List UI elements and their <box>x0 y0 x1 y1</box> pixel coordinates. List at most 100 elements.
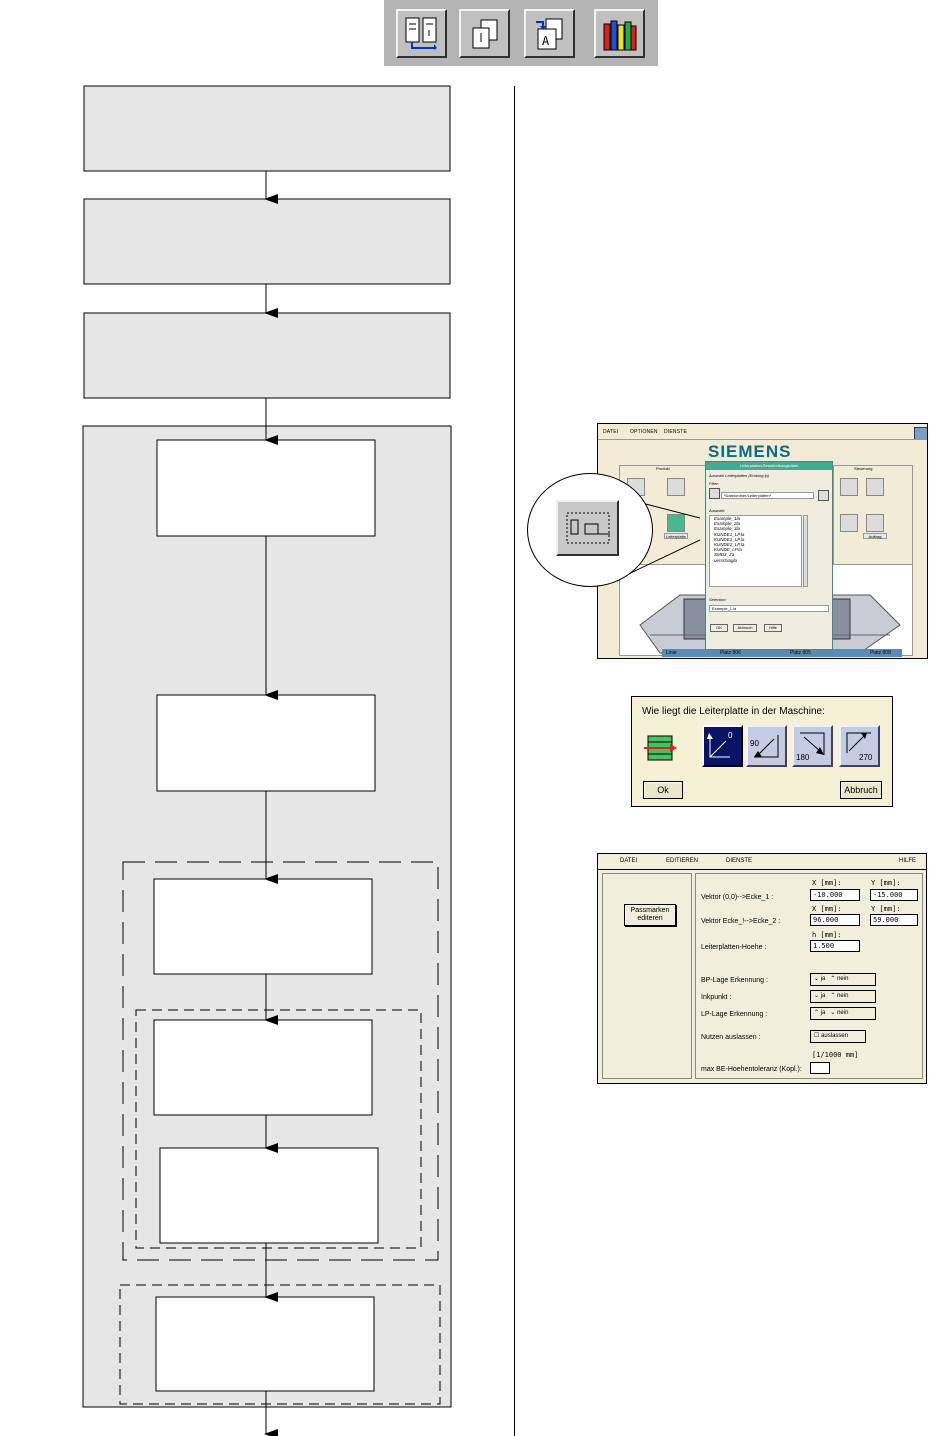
orientation-270-button[interactable]: 270 <box>839 725 880 767</box>
orientation-90-button[interactable]: 90 <box>746 725 787 767</box>
file-list-scrollbar[interactable] <box>803 515 808 587</box>
list-item[interactable]: Example_1la <box>714 516 741 521</box>
edit-icon[interactable] <box>840 514 858 532</box>
svg-text:A: A <box>542 34 550 48</box>
nutzen-label: Nutzen auslassen : <box>701 1034 761 1041</box>
chevron-down-icon: ⌄ <box>814 993 820 999</box>
chevron-up-icon: ⌃ <box>830 976 836 982</box>
library-icon[interactable] <box>594 9 645 58</box>
dialog-cancel-button[interactable]: Abbruch <box>733 624 757 632</box>
nutzen-button[interactable]: ☐ auslassen <box>810 1030 866 1043</box>
filter-apply-icon[interactable] <box>818 490 829 501</box>
vektor-1-y-input[interactable]: -15.000 <box>870 889 918 901</box>
dialog-help-button[interactable]: Hilfe <box>764 624 782 632</box>
selection-label: Selection: <box>709 597 727 602</box>
cancel-button[interactable]: Abbruch <box>840 781 882 799</box>
list-item[interactable]: KUNDE_LP.la <box>714 547 742 553</box>
nutzen-button-label: auslassen <box>821 1033 849 1039</box>
filter-input[interactable]: *Dateiordner/Leiterplatten* <box>721 492 814 499</box>
list-item[interactable]: SMD3_Za <box>714 552 735 558</box>
layout-icon[interactable] <box>396 9 447 58</box>
bp-lage-label: BP-Lage Erkennung : <box>701 977 768 984</box>
flow-substep-2 <box>156 694 376 792</box>
menu-editieren[interactable]: EDITIEREN <box>666 858 699 864</box>
menu-optionen[interactable]: OPTIONEN <box>630 429 658 435</box>
menu-datei[interactable]: DATEI <box>620 858 638 864</box>
ok-button[interactable]: Ok <box>643 781 683 799</box>
copy-icon[interactable] <box>459 9 510 58</box>
circuit-board-button-zoomed <box>556 500 619 556</box>
circuit-board-icon[interactable] <box>667 514 685 532</box>
orientation-90-label: 90 <box>750 739 759 748</box>
menu-dienste[interactable]: DIENSTE <box>664 429 688 435</box>
list-item[interactable]: KUNDE1_LP.la <box>714 536 745 542</box>
flow-substep-5 <box>159 1147 379 1244</box>
caption-leiterplatte: Leiterplatte <box>664 533 688 539</box>
toolbar: A <box>384 0 658 66</box>
parameter-panel: X [mm]: Y [mm]: Vektor (0,0)-->Ecke_1 : … <box>695 873 923 1079</box>
footer-platz-808: Platz 808 <box>870 650 891 656</box>
tolerance-label: max BE-Hoehentoleranz (Kopl.): <box>701 1066 802 1073</box>
board-parameter-window: DATEI EDITIEREN DIENSTE HILFE Passmarken… <box>597 853 927 1084</box>
passmarken-button[interactable]: Passmarken editeren <box>624 904 676 926</box>
chevron-down-icon: ⌄ <box>814 976 820 982</box>
flow-step-3 <box>83 312 451 399</box>
tool-icon[interactable] <box>840 478 858 496</box>
x-header-2: X [mm]: <box>812 905 842 913</box>
list-item[interactable]: uerschiagla <box>714 557 738 563</box>
filter-icon[interactable] <box>709 488 720 499</box>
flow-substep-6 <box>155 1296 375 1392</box>
flowchart <box>82 85 452 1436</box>
inkpunkt-toggle[interactable]: ⌄ ja ⌃ nein <box>810 990 876 1003</box>
auswahl-label: Auswahl: <box>709 508 726 513</box>
bp-lage-ja[interactable]: ja <box>820 976 826 982</box>
lp-lage-toggle[interactable]: ⌃ ja ⌄ nein <box>810 1007 876 1020</box>
file-dialog: Leiterplatten-Beschreibungsdatei Auswahl… <box>705 461 833 650</box>
orientation-0-button[interactable]: 0 <box>702 725 743 767</box>
vektor-2-label: Vektor Ecke_!-->Ecke_2 : <box>701 918 781 925</box>
height-header: h [mm]: <box>812 931 842 939</box>
orientation-180-label: 180 <box>796 753 810 762</box>
list-item[interactable]: Example_3la <box>714 526 741 532</box>
list-item[interactable]: KUNDE2_LP.la <box>714 542 745 548</box>
selection-input[interactable]: Example_1.la <box>709 605 829 612</box>
screenshot-product-window: DATEI OPTIONEN DIENSTE SIEMENS Produkt S… <box>597 423 928 659</box>
vektor-2-x-input[interactable]: 96.000 <box>810 914 860 926</box>
bp-lage-toggle[interactable]: ⌄ ja ⌃ nein <box>810 973 876 986</box>
list-item[interactable]: KUNDE1_LP.la <box>714 531 745 537</box>
order-icon[interactable] <box>866 514 884 532</box>
flow-substep-1 <box>156 439 376 537</box>
tolerance-input[interactable] <box>810 1062 830 1074</box>
lp-lage-nein[interactable]: nein <box>837 1010 849 1016</box>
menu-datei[interactable]: DATEI <box>603 429 619 435</box>
x-header-1: X [mm]: <box>812 879 842 887</box>
menu-dienste[interactable]: DIENSTE <box>726 858 753 864</box>
dashed-group-outer <box>122 861 439 1261</box>
height-input[interactable]: 1.500 <box>810 940 860 952</box>
orientation-180-button[interactable]: 180 <box>792 725 833 767</box>
printer-icon[interactable] <box>866 478 884 496</box>
dialog-title: Leiterplatten-Beschreibungsdatei <box>706 462 832 470</box>
group-label-steuerung: Steuerung <box>854 466 873 471</box>
file-list[interactable]: Example_1la Example_2la Example_3la KUND… <box>709 515 802 587</box>
menu-hilfe[interactable]: HILFE <box>899 858 917 864</box>
inkpunkt-label: Inkpunkt : <box>701 994 732 1001</box>
chevron-down-icon: ⌄ <box>830 1010 836 1016</box>
dialog-ok-button[interactable]: OK <box>710 624 728 632</box>
bp-lage-nein[interactable]: nein <box>837 976 849 982</box>
flow-substep-3 <box>153 878 373 975</box>
lp-lage-ja[interactable]: ja <box>820 1010 826 1016</box>
vektor-2-y-input[interactable]: 59.000 <box>870 914 918 926</box>
chevron-up-icon: ⌃ <box>830 993 836 999</box>
column-divider <box>514 86 515 1436</box>
inkpunkt-nein[interactable]: nein <box>837 993 849 999</box>
footer-linie: Linie <box>666 650 677 656</box>
import-icon[interactable]: A <box>524 9 575 58</box>
inkpunkt-ja[interactable]: ja <box>820 993 826 999</box>
flow-step-2 <box>83 198 451 285</box>
vektor-1-x-input[interactable]: -10.000 <box>810 889 860 901</box>
orientation-question: Wie liegt die Leiterplatte in der Maschi… <box>642 706 825 717</box>
component-icon[interactable] <box>667 478 685 496</box>
list-item[interactable]: Example_2la <box>714 521 741 527</box>
group-label-produkt: Produkt <box>656 466 670 471</box>
